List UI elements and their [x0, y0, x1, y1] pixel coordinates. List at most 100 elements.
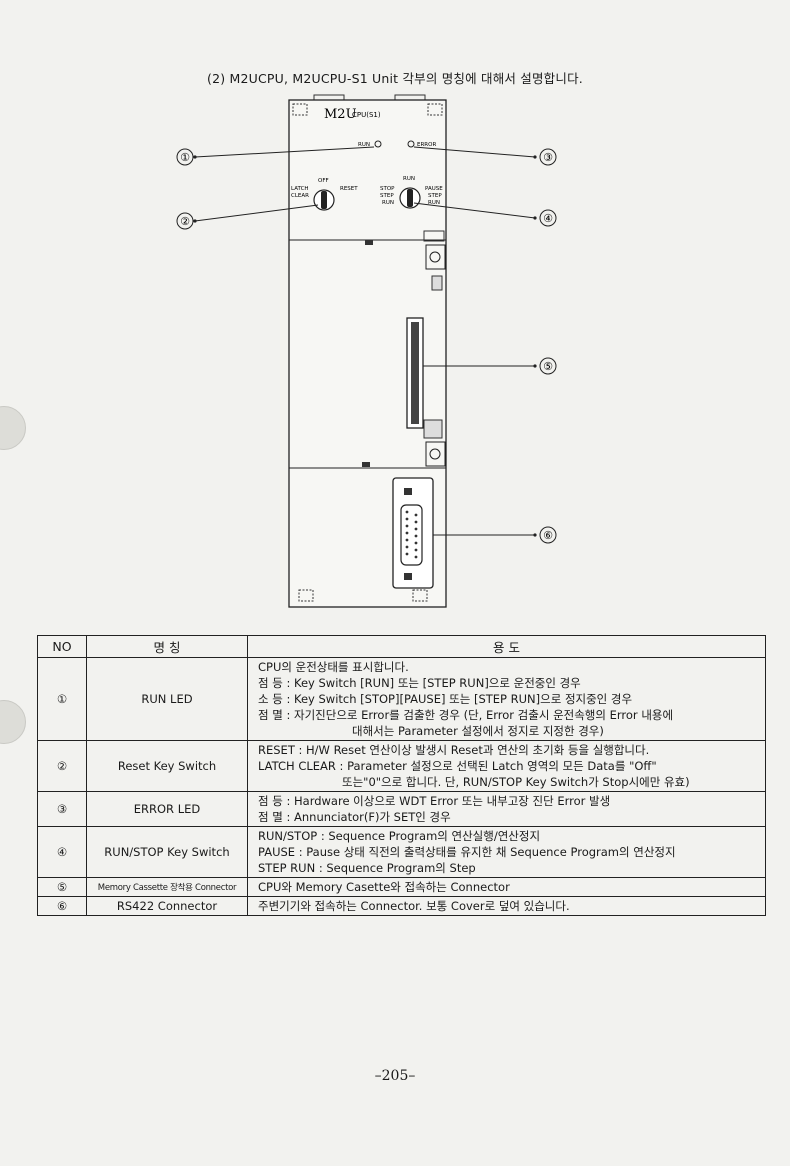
latch-bottom — [362, 462, 370, 467]
switch-run-r-label: RUN — [428, 200, 440, 206]
row-use-line: 또는"0"으로 합니다. 단, RUN/STOP Key Switch가 Sto… — [342, 775, 690, 789]
callout-3: ③ — [543, 151, 553, 164]
callout-5-ring — [539, 357, 557, 375]
led-run-label: RUN — [358, 142, 370, 148]
row-name: Reset Key Switch — [86, 740, 248, 792]
row-use: 점 등 : Hardware 이상으로 WDT Error 또는 내부고장 진단… — [247, 791, 766, 827]
callout-4: ④ — [543, 212, 553, 225]
callout-1-ring — [176, 148, 194, 166]
row-use-line: CPU와 Memory Casette와 접속하는 Connector — [258, 880, 510, 894]
table-row: ④ RUN/STOP Key Switch RUN/STOP : Sequenc… — [37, 826, 766, 878]
row-no: ④ — [37, 826, 87, 878]
row-use-line: 점 멸 : 자기진단으로 Error를 검출한 경우 (단, Error 검출시… — [258, 708, 674, 722]
row-use-line: PAUSE : Pause 상태 직전의 출력상태를 유지한 채 Sequenc… — [258, 845, 676, 859]
table-row: ⑥ RS422 Connector 주변기기와 접속하는 Connector. … — [37, 896, 766, 916]
row-use-line: 소 등 : Key Switch [STOP][PAUSE] 또는 [STEP … — [258, 692, 633, 706]
table-row: ② Reset Key Switch RESET : H/W Reset 연산이… — [37, 740, 766, 792]
screw-bottom-left — [298, 589, 314, 602]
switch-step-run-label: RUN — [382, 200, 394, 206]
row-name: Memory Cassette 장착용 Connector — [86, 877, 248, 897]
rs422-connector[interactable] — [392, 477, 434, 589]
row-use-line: 점 등 : Key Switch [RUN] 또는 [STEP RUN]으로 운… — [258, 676, 581, 690]
reset-key-slot-icon — [321, 191, 327, 209]
callout-4-ring — [539, 209, 557, 227]
latch-top — [365, 240, 373, 245]
callout-dots — [193, 155, 537, 537]
run-led-icon — [374, 140, 382, 148]
row-use-line: LATCH CLEAR : Parameter 설정으로 선택된 Latch 영… — [258, 759, 657, 773]
row-use: RESET : H/W Reset 연산이상 발생시 Reset과 연산의 초기… — [247, 740, 766, 792]
header-use: 용 도 — [247, 635, 766, 658]
binder-hole-bottom — [0, 700, 26, 744]
row-use-line: 주변기기와 접속하는 Connector. 보통 Cover로 덮여 있습니다. — [258, 899, 570, 913]
clip-mid — [423, 419, 443, 439]
callout-3-ring — [539, 148, 557, 166]
callout-lines — [194, 146, 536, 536]
row-name: ERROR LED — [86, 791, 248, 827]
table-row: ① RUN LED CPU의 운전상태를 표시합니다. 점 등 : Key Sw… — [37, 657, 766, 741]
row-name: RS422 Connector — [86, 896, 248, 916]
header-name: 명 칭 — [86, 635, 248, 658]
screw-mid-top-head — [429, 251, 441, 263]
screw-top-left — [292, 103, 308, 116]
row-no: ⑤ — [37, 877, 87, 897]
ext-tab — [431, 275, 443, 291]
screw-bottom-right — [412, 589, 428, 602]
section-heading: (2) M2UCPU, M2UCPU-S1 Unit 각부의 명칭에 대해서 설… — [207, 71, 583, 86]
rs422-pins — [405, 510, 418, 559]
callout-2-ring — [176, 212, 194, 230]
screw-mid-top — [425, 244, 446, 270]
switch-latch-label: LATCH — [291, 186, 309, 192]
row-use: CPU와 Memory Casette와 접속하는 Connector — [247, 877, 766, 897]
switch-pause-label: PAUSE — [425, 186, 443, 192]
switch-step-label: STEP — [380, 193, 394, 199]
led-error-label: ERROR — [417, 142, 436, 148]
callout-6: ⑥ — [543, 529, 553, 542]
rs422-screw-top — [404, 488, 412, 495]
row-use: 주변기기와 접속하는 Connector. 보통 Cover로 덮여 있습니다. — [247, 896, 766, 916]
switch-clear-label: CLEAR — [291, 193, 309, 199]
switch-step-r-label: STEP — [428, 193, 442, 199]
row-no: ⑥ — [37, 896, 87, 916]
run-stop-key-slot-icon — [407, 189, 413, 207]
switch-reset-label: RESET — [340, 186, 358, 192]
callout-5: ⑤ — [543, 360, 553, 373]
header-no: NO — [37, 635, 87, 658]
row-name: RUN LED — [86, 657, 248, 741]
row-use: RUN/STOP : Sequence Program의 연산실행/연산정지 P… — [247, 826, 766, 878]
row-name: RUN/STOP Key Switch — [86, 826, 248, 878]
rs422-dsub-shell — [400, 504, 423, 566]
error-led-icon — [407, 140, 415, 148]
screw-mid-bottom-head — [429, 448, 441, 460]
table-row: ③ ERROR LED 점 등 : Hardware 이상으로 WDT Erro… — [37, 791, 766, 827]
rs422-screw-bottom — [404, 573, 412, 580]
model-suffix: CPU(S1) — [352, 111, 381, 119]
callout-1: ① — [180, 151, 190, 164]
model-prefix: M2U — [324, 107, 357, 122]
row-use-line: CPU의 운전상태를 표시합니다. — [258, 660, 409, 674]
table-row: ⑤ Memory Cassette 장착용 Connector CPU와 Mem… — [37, 877, 766, 897]
row-no: ① — [37, 657, 87, 741]
row-use-line: RUN/STOP : Sequence Program의 연산실행/연산정지 — [258, 829, 541, 843]
clip-top — [423, 230, 445, 242]
row-use-line: STEP RUN : Sequence Program의 Step — [258, 861, 476, 875]
parts-table: NO 명 칭 용 도 ① RUN LED CPU의 운전상태를 표시합니다. 점… — [37, 635, 766, 916]
screw-top-right — [427, 103, 443, 116]
row-no: ③ — [37, 791, 87, 827]
row-use: CPU의 운전상태를 표시합니다. 점 등 : Key Switch [RUN]… — [247, 657, 766, 741]
row-use-line: RESET : H/W Reset 연산이상 발생시 Reset과 연산의 초기… — [258, 743, 650, 757]
row-use-line: 대해서는 Parameter 설정에서 정지로 지정한 경우) — [352, 724, 604, 738]
memory-connector-pins — [411, 322, 419, 424]
cpu-unit-diagram: M2U CPU(S1) RUN ERROR OFF LATCH CLEAR RE… — [176, 94, 557, 608]
row-use-line: 점 멸 : Annunciator(F)가 SET인 경우 — [258, 810, 451, 824]
row-no: ② — [37, 740, 87, 792]
screw-mid-bottom — [425, 441, 446, 467]
row-use-line: 점 등 : Hardware 이상으로 WDT Error 또는 내부고장 진단… — [258, 794, 611, 808]
callout-2: ② — [180, 215, 190, 228]
switch-off-label: OFF — [318, 178, 329, 184]
callout-6-ring — [539, 526, 557, 544]
switch-run-label: RUN — [403, 176, 415, 182]
page-number: –205– — [374, 1068, 416, 1084]
switch-stop-label: STOP — [380, 186, 395, 192]
table-header-row: NO 명 칭 용 도 — [37, 635, 766, 658]
